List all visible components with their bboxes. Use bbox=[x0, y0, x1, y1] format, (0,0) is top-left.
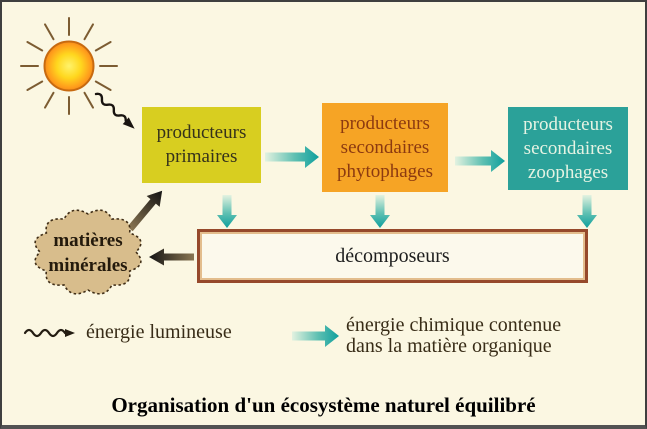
box-decomposeurs: décomposeurs bbox=[197, 229, 588, 283]
legend-label-line: dans la matière organique bbox=[346, 335, 552, 357]
energy-arrow-primary-to-phytophages bbox=[265, 146, 319, 168]
box-label-line: producteurs bbox=[523, 113, 613, 135]
box-label-line: phytophages bbox=[336, 160, 434, 182]
box-label-line: producteurs bbox=[156, 122, 247, 143]
legend-light-energy-label: énergie lumineuse bbox=[86, 321, 232, 343]
mineral-matter-cloud bbox=[34, 209, 142, 295]
cloud-label-line: matières bbox=[53, 230, 123, 251]
energy-arrow-phytophages-to-zoophages bbox=[455, 150, 505, 172]
cloud-label-line: minérales bbox=[48, 255, 128, 276]
light-energy-wavy-arrow bbox=[94, 92, 135, 129]
diagram-caption: Organisation d'un écosystème naturel équ… bbox=[111, 393, 536, 417]
box-producteurs-secondaires-zoophages: producteurs secondaires zoophages bbox=[508, 107, 628, 190]
legend-chemical-energy-arrow bbox=[292, 325, 339, 347]
box-label-line: secondaires bbox=[523, 137, 613, 159]
legend-chemical-energy-label: énergie chimique contenue dans la matièr… bbox=[346, 315, 561, 357]
diagram-graphics bbox=[20, 17, 597, 347]
legend-light-energy-arrow bbox=[23, 328, 75, 338]
mineral-matter-label: matières minérales bbox=[28, 228, 148, 278]
box-producteurs-secondaires-phytophages: producteurs secondaires phytophages bbox=[322, 103, 448, 192]
energy-arrow-phytophages-to-decomposers bbox=[370, 195, 390, 228]
energy-arrow-zoophages-to-decomposers bbox=[577, 195, 597, 228]
box-label-line: secondaires bbox=[340, 136, 430, 158]
box-label: décomposeurs bbox=[335, 245, 450, 267]
box-producteurs-primaires: producteurs primaires bbox=[142, 107, 261, 183]
legend-label-line: énergie chimique contenue bbox=[346, 314, 562, 336]
matter-arrow-decomposers-to-minerals bbox=[149, 248, 194, 266]
box-label-line: primaires bbox=[165, 146, 238, 167]
matter-arrow-minerals-to-primary bbox=[127, 190, 163, 232]
energy-arrow-primary-to-decomposers bbox=[217, 195, 237, 228]
box-label-line: producteurs bbox=[340, 112, 430, 134]
box-label-line: zoophages bbox=[527, 161, 609, 183]
sun-icon bbox=[20, 17, 118, 115]
